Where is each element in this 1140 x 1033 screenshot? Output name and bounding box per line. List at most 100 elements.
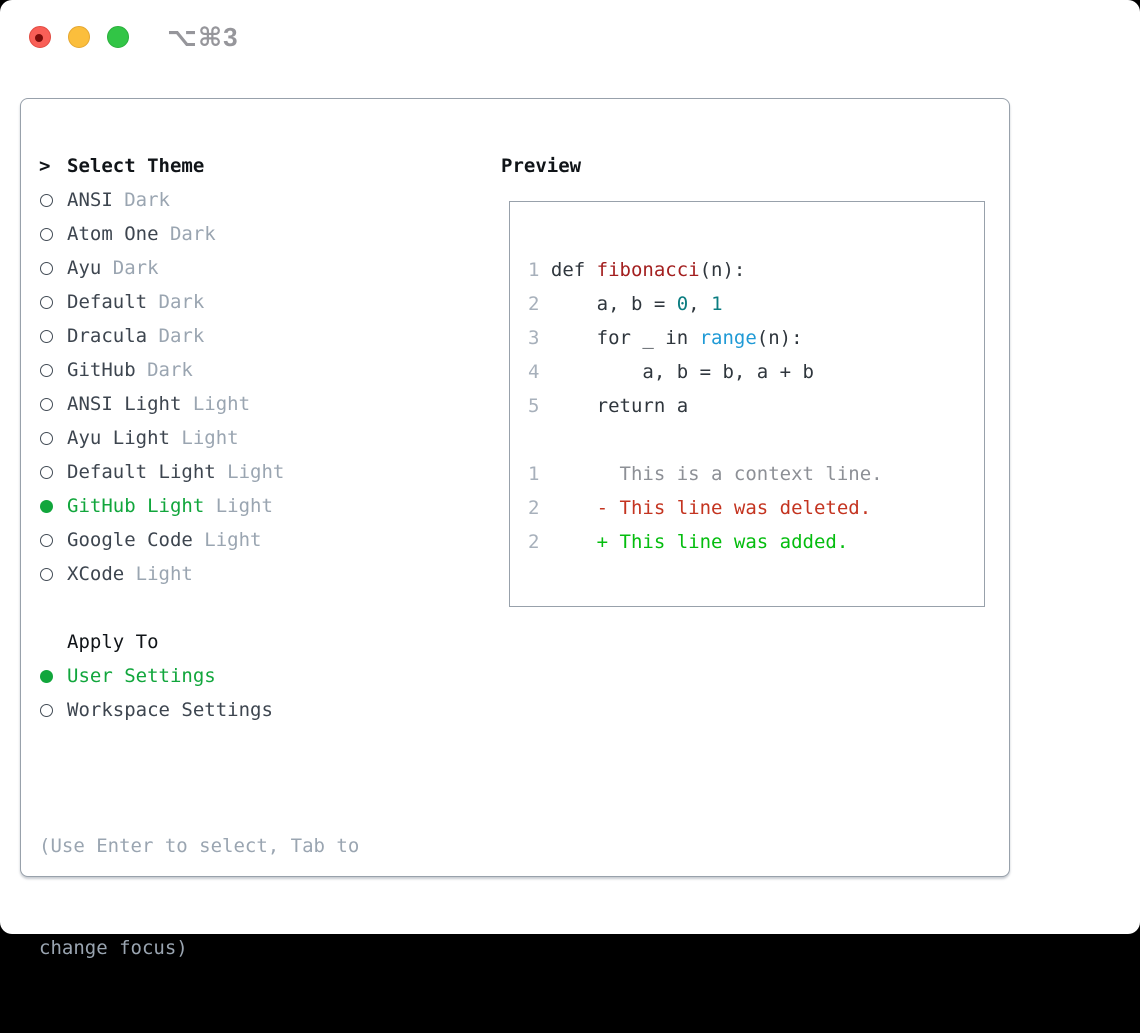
apply-to-option[interactable]: User Settings [39, 659, 479, 693]
option-variant-label: Light [193, 529, 262, 551]
apply-to-title: Apply To [67, 631, 159, 653]
code-segment-plain: , [688, 293, 711, 315]
option-label: Ayu [67, 257, 101, 279]
spacer-row [39, 591, 479, 625]
option-variant-label: Dark [147, 325, 204, 347]
code-segment-function: fibonacci [597, 259, 700, 281]
code-line: 1 This is a context line. [528, 457, 984, 491]
theme-option[interactable]: XCode Light [39, 557, 479, 591]
option-label: Dracula [67, 325, 147, 347]
option-label: Google Code [67, 529, 193, 551]
close-button[interactable] [29, 26, 51, 48]
code-segment-number: 1 [711, 293, 722, 315]
code-segment-plain: a, b = b, a + b [551, 361, 814, 383]
radio-unselected-icon [40, 534, 53, 547]
theme-option[interactable]: GitHub Dark [39, 353, 479, 387]
theme-option[interactable]: Ayu Light Light [39, 421, 479, 455]
radio-unselected-icon [40, 296, 53, 309]
code-line: 2 - This line was deleted. [528, 491, 984, 525]
theme-list-header: > Select Theme [39, 149, 479, 183]
code-segment-deleted: - This line was deleted. [551, 497, 871, 519]
apply-to-option[interactable]: Workspace Settings [39, 693, 479, 727]
code-segment-plain: return a [551, 395, 688, 417]
line-number: 5 [528, 389, 539, 423]
prompt-caret-icon: > [39, 155, 50, 177]
titlebar: ⌥⌘3 [0, 0, 1140, 74]
theme-list-title: Select Theme [67, 155, 204, 177]
option-variant-label: Dark [136, 359, 193, 381]
code-line: 4 a, b = b, a + b [528, 355, 984, 389]
option-variant-label: Light [216, 461, 285, 483]
code-segment-plain: (n): [700, 259, 746, 281]
line-number: 2 [528, 287, 539, 321]
option-label: Default Light [67, 461, 216, 483]
option-label: Ayu Light [67, 427, 170, 449]
option-variant-label: Dark [147, 291, 204, 313]
option-label: ANSI Light [67, 393, 181, 415]
preview-title: Preview [501, 149, 581, 183]
code-segment-plain: (n): [757, 327, 803, 349]
theme-option[interactable]: GitHub Light Light [39, 489, 479, 523]
usage-hint: (Use Enter to select, Tab to change focu… [39, 761, 359, 1033]
usage-hint-line2: change focus) [39, 931, 359, 965]
code-segment-added: + This line was added. [551, 531, 848, 553]
theme-option[interactable]: ANSI Dark [39, 183, 479, 217]
option-label: User Settings [67, 665, 216, 687]
code-line: 5 return a [528, 389, 984, 423]
radio-selected-icon [40, 670, 53, 683]
radio-unselected-icon [40, 262, 53, 275]
code-segment-number: 0 [677, 293, 688, 315]
theme-option[interactable]: Dracula Dark [39, 319, 479, 353]
line-number: 2 [528, 491, 539, 525]
code-segment-context: This is a context line. [551, 463, 883, 485]
option-label: GitHub Light [67, 495, 204, 517]
code-line: 2 + This line was added. [528, 525, 984, 559]
radio-unselected-icon [40, 364, 53, 377]
radio-unselected-icon [40, 704, 53, 717]
zoom-button[interactable] [107, 26, 129, 48]
option-variant-label: Dark [159, 223, 216, 245]
option-label: Default [67, 291, 147, 313]
option-variant-label: Light [181, 393, 250, 415]
usage-hint-line1: (Use Enter to select, Tab to [39, 829, 359, 863]
radio-selected-icon [40, 500, 53, 513]
option-label: Atom One [67, 223, 159, 245]
theme-option[interactable]: Default Dark [39, 285, 479, 319]
option-variant-label: Dark [113, 189, 170, 211]
code-line [528, 423, 984, 457]
option-variant-label: Light [124, 563, 193, 585]
option-label: ANSI [67, 189, 113, 211]
code-segment-plain: for _ in [551, 327, 700, 349]
theme-option[interactable]: Default Light Light [39, 455, 479, 489]
code-segment-builtin: range [700, 327, 757, 349]
radio-unselected-icon [40, 330, 53, 343]
theme-option[interactable]: Atom One Dark [39, 217, 479, 251]
code-segment-plain: a, b = [551, 293, 677, 315]
apply-to-header: Apply To [39, 625, 479, 659]
minimize-button[interactable] [68, 26, 90, 48]
theme-option[interactable]: Ayu Dark [39, 251, 479, 285]
radio-unselected-icon [40, 466, 53, 479]
radio-unselected-icon [40, 194, 53, 207]
radio-unselected-icon [40, 432, 53, 445]
keyboard-shortcut-label: ⌥⌘3 [167, 22, 239, 53]
traffic-lights [29, 26, 129, 48]
option-variant-label: Light [170, 427, 239, 449]
option-variant-label: Dark [101, 257, 158, 279]
option-label: XCode [67, 563, 124, 585]
line-number: 1 [528, 457, 539, 491]
radio-unselected-icon [40, 568, 53, 581]
theme-option[interactable]: Google Code Light [39, 523, 479, 557]
line-number: 4 [528, 355, 539, 389]
theme-option[interactable]: ANSI Light Light [39, 387, 479, 421]
option-label: Workspace Settings [67, 699, 273, 721]
code-segment-plain: def [551, 259, 597, 281]
